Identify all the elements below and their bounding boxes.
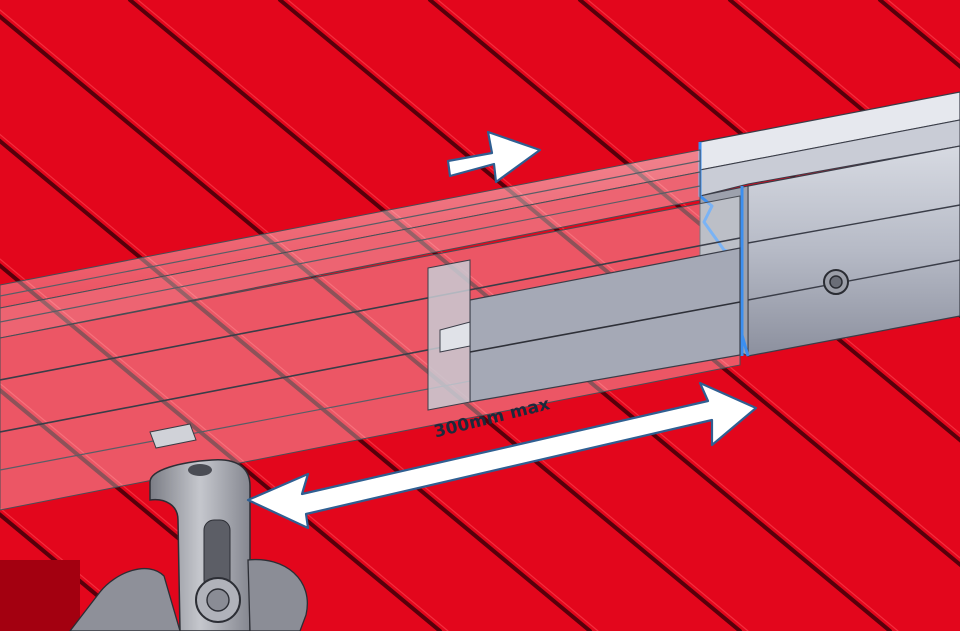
bolt-head-icon xyxy=(823,269,849,295)
sliding-rail-ridge-2 xyxy=(0,185,701,323)
roof-seam-highlight xyxy=(0,133,599,631)
sliding-rail-upper-flange xyxy=(0,171,701,339)
clamp-side-plate xyxy=(247,558,308,631)
splice-insert-groove xyxy=(469,301,741,353)
roof-seam xyxy=(0,387,292,631)
arrow-right-icon xyxy=(446,130,542,184)
roof-seam xyxy=(0,512,142,631)
roof-seam xyxy=(0,263,442,631)
installed-rail-groove-upper xyxy=(747,204,960,244)
clamp-base-plate xyxy=(69,567,181,631)
clamp-top-tab xyxy=(149,423,197,449)
sliding-rail xyxy=(0,149,741,511)
roof-seam-highlight xyxy=(0,382,299,631)
sliding-rail-groove-1 xyxy=(0,237,741,381)
roof-seam xyxy=(0,14,742,631)
roof-seam-highlight xyxy=(737,0,960,186)
roof-seam xyxy=(578,0,960,319)
roof-edge-shadow xyxy=(0,560,80,631)
double-arrow-icon xyxy=(246,381,758,530)
sliding-rail-ridge-1 xyxy=(0,160,701,297)
clamp-slot xyxy=(188,464,212,476)
roof-seam xyxy=(0,138,592,631)
roof-seam xyxy=(728,0,960,194)
roof-seam-highlight xyxy=(587,0,960,310)
roof-hook-clamp xyxy=(69,423,308,631)
roof-seam-highlight xyxy=(0,9,749,631)
roof-seam-highlight xyxy=(0,258,449,631)
installed-rail-groove-lower xyxy=(747,259,960,301)
roof-seam-highlight xyxy=(0,507,149,631)
installed-rail xyxy=(698,91,960,357)
bolt-head-icon xyxy=(195,577,241,623)
splice-insert-tab xyxy=(439,321,471,353)
